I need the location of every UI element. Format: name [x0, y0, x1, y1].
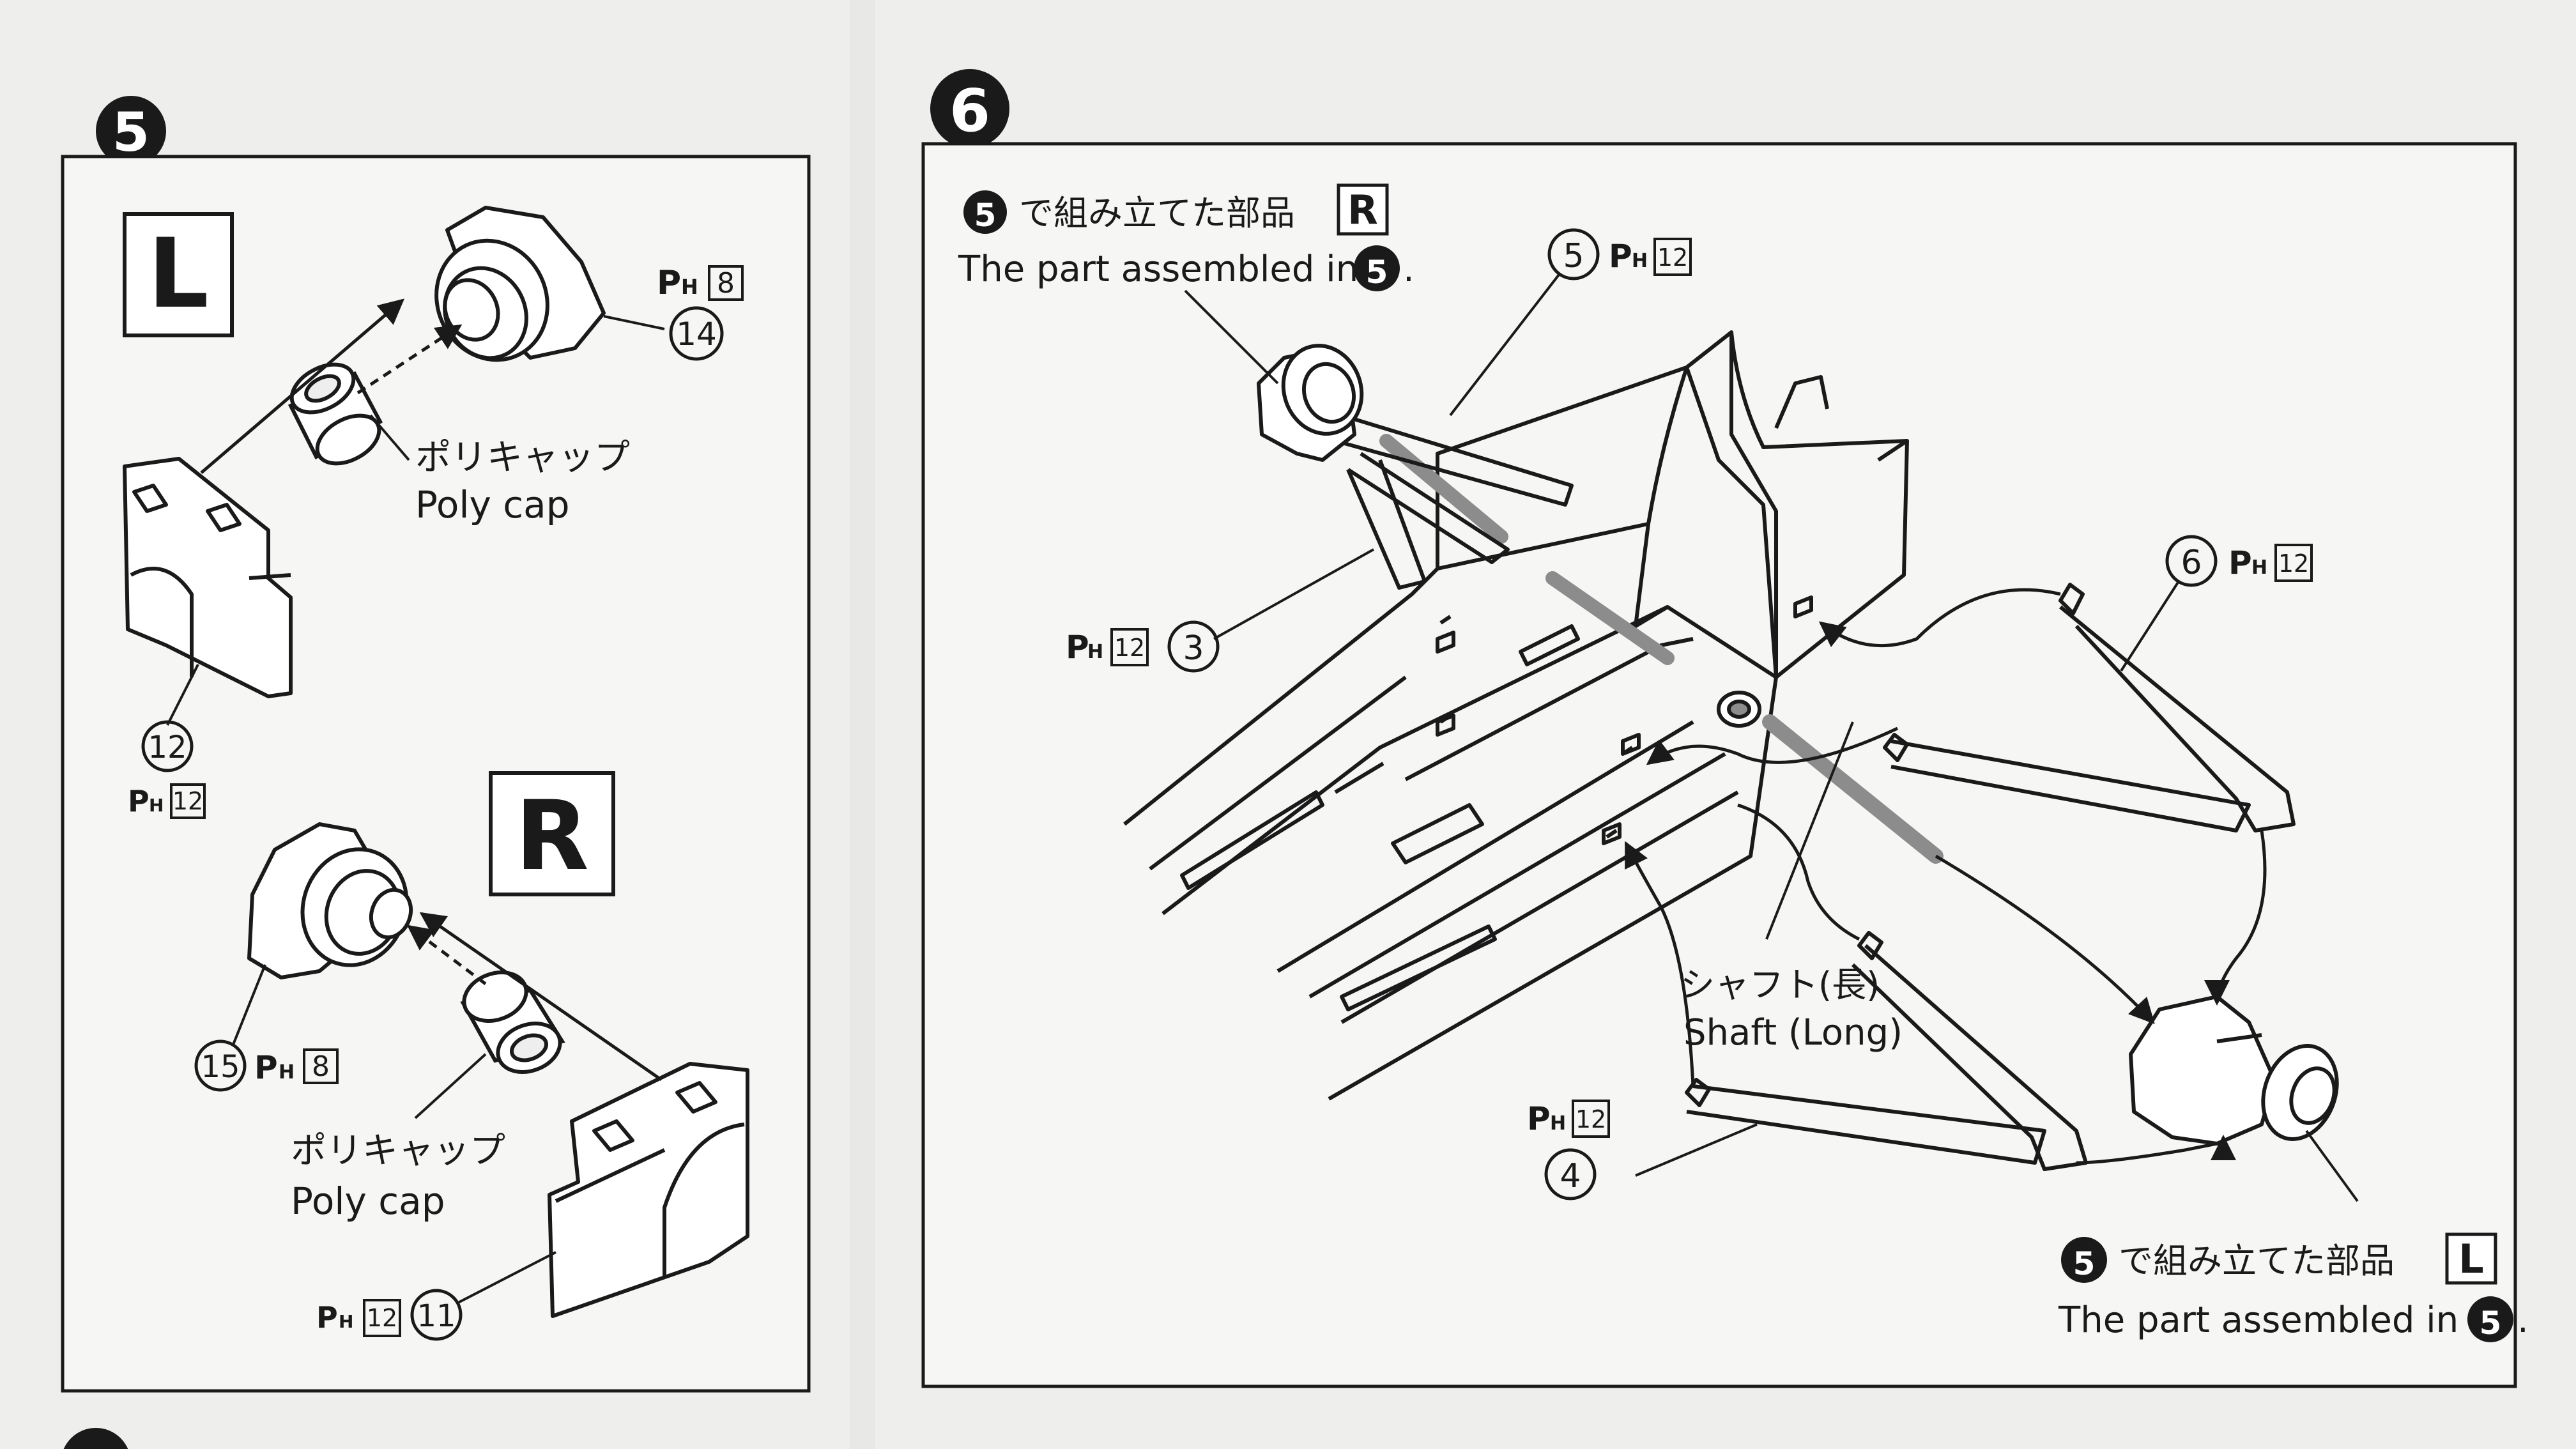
- poly-cap-bottom: [460, 970, 565, 1074]
- top-note-en-ref: 5: [1366, 254, 1388, 291]
- leader-lines-step6: [1184, 273, 2359, 1202]
- top-note-ref: 5: [974, 197, 997, 234]
- bottom-note: 5 で組み立てた部品 L The part assembled in 5 .: [2058, 1232, 2529, 1342]
- left-side-letter: L: [148, 218, 209, 330]
- svg-text:P: P: [316, 1300, 338, 1335]
- part-number-14: 14: [669, 306, 724, 361]
- svg-text:H: H: [1087, 641, 1103, 663]
- step5-number: 5: [112, 101, 150, 164]
- label-ph8-bottom: P H 8: [254, 1048, 339, 1086]
- part-12-text: 12: [148, 730, 187, 765]
- top-note-side: R: [1347, 187, 1378, 233]
- svg-text:H: H: [681, 275, 698, 299]
- label-ph8-top: P H 8: [657, 264, 744, 302]
- hub-upright-14: [434, 206, 606, 362]
- short-shaft-upper: [1379, 434, 1508, 544]
- arm-6: [1883, 583, 2296, 832]
- svg-text:H: H: [1632, 250, 1648, 272]
- polycap-jp-top: ポリキャップ: [415, 437, 630, 479]
- svg-text:P: P: [128, 784, 150, 818]
- ph12-left-number: 12: [172, 787, 203, 815]
- label-ph12-left: P H 12: [128, 783, 206, 819]
- right-side-letter: R: [515, 781, 589, 892]
- bottom-note-en: The part assembled in: [2058, 1300, 2458, 1341]
- step5-number-badge: 5: [96, 96, 166, 166]
- shaft-en: Shaft (Long): [1683, 1012, 1903, 1054]
- ph12-bottom-number: 12: [367, 1304, 397, 1332]
- bottom-note-jp: で組み立てた部品: [2119, 1241, 2395, 1281]
- label-part3-ph12: P H 12 3: [1066, 620, 1220, 673]
- assembled-upright-L: [2129, 995, 2339, 1146]
- part-number-15: 15: [194, 1039, 247, 1092]
- poly-cap-top: [288, 362, 383, 466]
- top-note-jp: で組み立てた部品: [1019, 193, 1295, 233]
- part-11-text: 11: [417, 1298, 456, 1334]
- svg-text:P: P: [1527, 1100, 1551, 1137]
- svg-text:P: P: [1066, 629, 1089, 666]
- svg-text:P: P: [657, 264, 681, 302]
- upper-arm-5: [1335, 413, 1574, 590]
- svg-text:P: P: [1609, 238, 1632, 275]
- ph12-part3-number: 12: [1114, 634, 1145, 662]
- svg-text:H: H: [2251, 556, 2267, 579]
- svg-text:P: P: [254, 1049, 278, 1086]
- top-note-en: The part assembled in: [958, 249, 1358, 290]
- bottom-note-ref: 5: [2073, 1245, 2096, 1282]
- center-shaft: [1545, 571, 1675, 665]
- step6-number: 6: [949, 77, 990, 145]
- ph8-top-number: 8: [717, 267, 735, 300]
- step6-number-badge: 6: [930, 69, 1009, 148]
- part-number-11: 11: [410, 1289, 463, 1341]
- assembly-arrows: [1624, 588, 2267, 1165]
- center-bushing: [1717, 691, 1761, 728]
- part-5-text: 5: [1563, 237, 1584, 275]
- svg-text:H: H: [339, 1311, 353, 1332]
- polycap-en-bottom: Poly cap: [291, 1179, 445, 1223]
- shaft-jp: シャフト(長): [1680, 965, 1880, 1005]
- part-15-text: 15: [201, 1049, 240, 1085]
- left-side-box: L: [123, 212, 234, 337]
- right-side-box: R: [489, 771, 615, 896]
- part-3-text: 3: [1183, 629, 1204, 668]
- part-14-text: 14: [676, 316, 717, 353]
- knuckle-plate-11: [548, 1062, 749, 1318]
- svg-text:H: H: [1550, 1112, 1566, 1135]
- ph12-part5-number: 12: [1657, 243, 1688, 272]
- svg-text:P: P: [2228, 544, 2252, 581]
- label-part4-ph12: P H 12 4: [1527, 1100, 1610, 1200]
- chassis-frame: [1123, 330, 1909, 1101]
- part-number-12: 12: [141, 720, 194, 772]
- svg-text:H: H: [279, 1061, 295, 1084]
- ph12-part6-number: 12: [2278, 549, 2309, 578]
- top-note: 5 で組み立てた部品 R The part assembled in 5 .: [958, 183, 1414, 291]
- part-4-text: 4: [1560, 1157, 1581, 1195]
- bottom-note-period: .: [2517, 1300, 2529, 1341]
- knuckle-plate-12: [123, 457, 293, 698]
- ph12-part4-number: 12: [1575, 1105, 1606, 1133]
- polycap-jp-bottom: ポリキャップ: [291, 1130, 505, 1172]
- long-shaft: [1762, 714, 1943, 864]
- label-part5-ph12: 5 P H 12: [1547, 228, 1692, 280]
- next-step-badge-partial: [63, 1428, 128, 1449]
- step6-panel: [921, 142, 2517, 1388]
- arm-4: [1685, 931, 2088, 1171]
- part-6-text: 6: [2181, 544, 2202, 582]
- hub-upright-15: [247, 822, 413, 979]
- polycap-en-top: Poly cap: [415, 483, 570, 526]
- top-note-period: .: [1403, 249, 1414, 290]
- label-part6-ph12: 6 P H 12: [2165, 535, 2313, 587]
- bottom-note-side: L: [2458, 1236, 2484, 1282]
- label-ph12-bottom: P H 12: [316, 1299, 401, 1337]
- bottom-note-en-ref: 5: [2480, 1305, 2502, 1342]
- svg-text:H: H: [149, 795, 164, 816]
- ph8-bottom-number: 8: [312, 1050, 330, 1083]
- assembled-upright-R: [1257, 344, 1364, 462]
